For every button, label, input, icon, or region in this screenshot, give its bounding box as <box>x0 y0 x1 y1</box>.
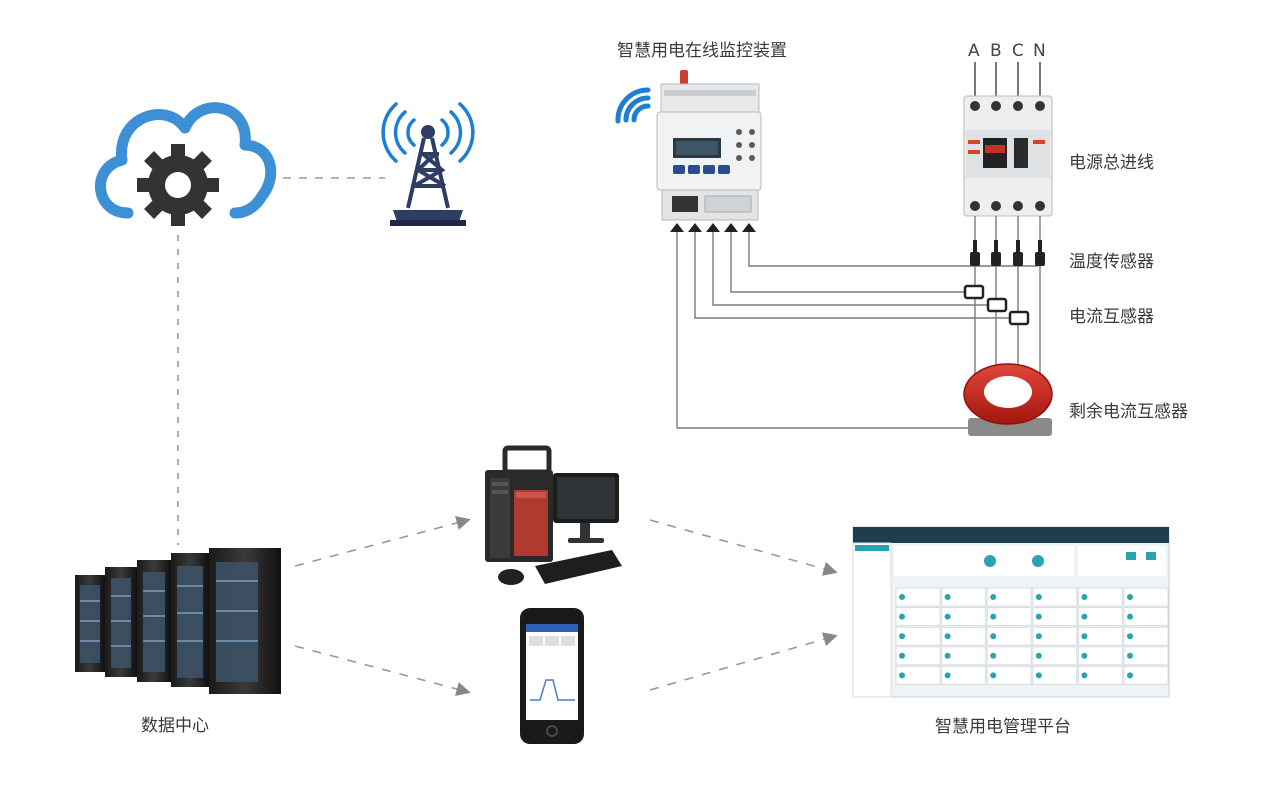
dashboard-cell-icon <box>1127 672 1133 679</box>
connection-lines <box>177 177 838 696</box>
dashboard-cell-icon <box>1081 652 1088 659</box>
dashboard-cell <box>941 626 987 646</box>
current-transformer-label: 电流互感器 <box>1069 307 1154 327</box>
dashboard-cell-icon <box>1081 594 1088 600</box>
dashboard-cell-icon <box>1127 652 1133 659</box>
circuit-breaker <box>963 62 1053 217</box>
dashboard-cell <box>895 646 941 666</box>
dashboard-cell <box>941 587 987 607</box>
dashboard-cell <box>986 607 1032 627</box>
dashboard-cell-icon <box>1081 633 1088 640</box>
dashboard-cell-icon <box>1127 594 1133 600</box>
dashboard-cell <box>1077 665 1123 685</box>
dashboard-cell <box>941 646 987 666</box>
dashboard-cell-icon <box>990 613 997 620</box>
dashboard-cell-icon <box>990 633 997 640</box>
dashboard-cell <box>1032 646 1078 666</box>
phase-label-a: A <box>968 41 980 61</box>
current-transformers <box>963 284 1030 326</box>
dashboard-cell-icon <box>899 633 905 640</box>
datacenter-to-pc-arrow <box>294 516 471 567</box>
dashboard-cell-icon <box>944 633 951 640</box>
dashboard-cell-icon <box>944 594 951 600</box>
dashboard-cell-icon <box>1127 633 1133 640</box>
datacenter-to-phone-arrow <box>294 645 471 696</box>
desktop-computer-icon <box>485 445 622 585</box>
smartphone-icon <box>520 608 584 744</box>
dashboard-cell-icon <box>990 672 997 679</box>
dashboard-cell-icon <box>1081 672 1088 679</box>
dashboard-cell <box>895 587 941 607</box>
dashboard-cell <box>986 646 1032 666</box>
dashboard-cell <box>1077 626 1123 646</box>
dashboard-cell <box>986 626 1032 646</box>
dashboard-cell <box>1077 646 1123 666</box>
dashboard-cell-icon <box>990 652 997 659</box>
dashboard-cell-icon <box>1127 613 1133 620</box>
power-inlet-label: 电源总进线 <box>1069 153 1154 173</box>
dashboard-cell-icon <box>1035 613 1042 620</box>
residual-ct-label: 剩余电流互感器 <box>1069 402 1188 422</box>
dashboard-cell-icon <box>1035 633 1042 640</box>
dashboard-cell <box>1032 587 1078 607</box>
residual-ct-ring <box>963 363 1053 436</box>
device-title: 智慧用电在线监控装置 <box>617 41 787 61</box>
dashboard-cell <box>895 607 941 627</box>
dashboard-cell-icon <box>899 652 905 659</box>
dashboard-cell <box>1123 646 1169 666</box>
dashboard-cell-icon <box>944 613 951 620</box>
dashboard-cells <box>895 587 1169 685</box>
dashboard-cell-icon <box>944 672 951 679</box>
dashboard-cell <box>941 665 987 685</box>
phone-to-platform-arrow <box>649 632 838 691</box>
dashboard-cell <box>895 665 941 685</box>
dashboard-cell <box>1123 665 1169 685</box>
platform-label: 智慧用电管理平台 <box>935 717 1071 737</box>
monitoring-device <box>615 70 762 221</box>
dashboard-cell-icon <box>944 652 951 659</box>
server-rack-icon <box>75 548 281 694</box>
terminal-arrows <box>670 223 756 232</box>
cloud-gear-icon <box>94 102 277 226</box>
dashboard-cell <box>1123 626 1169 646</box>
dashboard-cell-icon <box>1081 613 1088 620</box>
dashboard-cell-icon <box>1035 672 1042 679</box>
dashboard-cell <box>986 587 1032 607</box>
dashboard-cell <box>1032 626 1078 646</box>
antenna <box>680 70 688 86</box>
dashboard-cell <box>1077 607 1123 627</box>
dashboard-cell <box>1032 607 1078 627</box>
dashboard-cell <box>986 665 1032 685</box>
dashboard-cell <box>1077 587 1123 607</box>
signal-tower-icon <box>381 102 475 226</box>
dashboard-cell-icon <box>899 594 905 600</box>
temperature-sensors <box>970 240 1045 266</box>
dashboard-cell <box>1032 665 1078 685</box>
phase-label-n: N <box>1033 41 1046 61</box>
pc-to-platform-arrow <box>649 519 838 576</box>
phase-label-c: C <box>1012 41 1024 61</box>
wifi-icon <box>615 87 651 124</box>
dashboard-cell-icon <box>1035 594 1042 600</box>
data-center-label: 数据中心 <box>141 716 209 736</box>
phase-label-b: B <box>990 41 1002 61</box>
dashboard-cell <box>941 607 987 627</box>
dashboard-cell-icon <box>899 613 905 620</box>
temp-sensor-label: 温度传感器 <box>1069 252 1154 272</box>
dashboard-cell <box>1123 607 1169 627</box>
dashboard-cell-icon <box>899 672 905 679</box>
dashboard-cell <box>1123 587 1169 607</box>
dashboard-cell <box>895 626 941 646</box>
dashboard-cell-icon <box>990 594 997 600</box>
dashboard-cell-icon <box>1035 652 1042 659</box>
